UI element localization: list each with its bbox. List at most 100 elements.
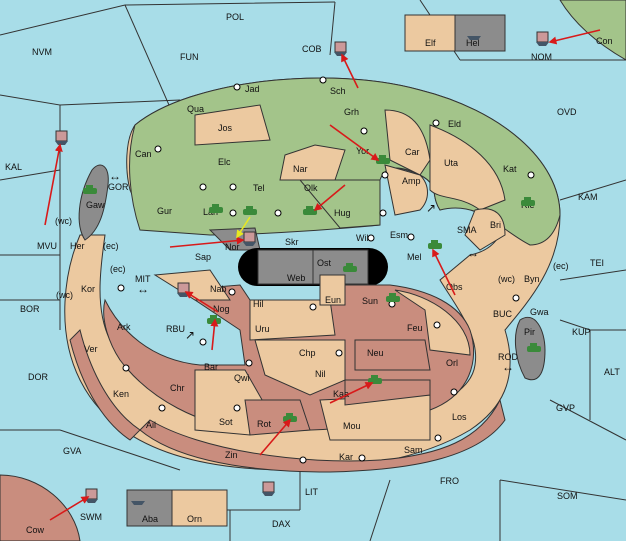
label-rot: Rot xyxy=(257,419,272,429)
army-unit-icon xyxy=(386,293,400,302)
coast-byn-wc: (wc) xyxy=(498,274,515,284)
label-ost: Ost xyxy=(317,258,332,268)
label-elc: Elc xyxy=(218,157,231,167)
label-jos: Jos xyxy=(218,123,233,133)
crossing-gor: ↔ xyxy=(109,169,121,183)
label-kor: Kor xyxy=(81,284,95,294)
province-car-shape[interactable] xyxy=(384,109,431,176)
sea-kam: KAM xyxy=(578,192,598,202)
order-arrows xyxy=(44,29,601,521)
fleet-unit-icon xyxy=(334,41,347,56)
army-unit-icon xyxy=(243,206,257,215)
sea-kal: KAL xyxy=(5,162,22,172)
order-arrow-support xyxy=(236,216,251,239)
label-nor: Nor xyxy=(225,242,240,252)
label-sch: Sch xyxy=(330,86,346,96)
province-elf[interactable] xyxy=(404,14,456,52)
sea-sma: SMA xyxy=(457,225,477,235)
fleet-unit-icon xyxy=(55,130,68,145)
label-nab: Nab xyxy=(210,284,227,294)
sea-gva: GVA xyxy=(63,446,81,456)
province-hel[interactable] xyxy=(454,14,506,52)
province-rot-shape[interactable] xyxy=(244,399,311,436)
fleet-unit-icon xyxy=(85,488,98,503)
province-ail-shape[interactable] xyxy=(69,329,141,441)
army-unit-icon xyxy=(343,263,357,272)
label-mel: Mel xyxy=(407,252,422,262)
coast-kor-ec: (ec) xyxy=(110,264,126,274)
fleet-unit-icon xyxy=(467,36,481,40)
label-her: Her xyxy=(70,241,85,251)
label-ark: Ark xyxy=(117,322,131,332)
sea-mit: MIT xyxy=(135,274,151,284)
label-byn: Byn xyxy=(524,274,540,284)
label-grh: Grh xyxy=(344,107,359,117)
label-jad: Jad xyxy=(245,84,260,94)
province-amp-shape[interactable] xyxy=(384,164,428,216)
province-bri-shape[interactable] xyxy=(464,208,506,251)
sea-gvp: GVP xyxy=(556,403,575,413)
label-obs: Obs xyxy=(446,282,463,292)
province-labels: Con Elf Hel Jad Sch Qua Jos Grh Eld Can … xyxy=(26,36,613,535)
label-sap: Sap xyxy=(195,252,211,262)
sea-mvu: MVU xyxy=(37,241,57,251)
fleet-unit-icon xyxy=(177,282,190,297)
label-ken: Ken xyxy=(113,389,129,399)
label-gwa: Gwa xyxy=(530,307,549,317)
sea-labels: POL NVM FUN COB NOM OVD KAL MVU KAM TEI … xyxy=(5,12,620,529)
province-gaw[interactable] xyxy=(78,164,109,241)
label-car: Car xyxy=(405,147,420,157)
label-zin: Zin xyxy=(225,450,238,460)
crossing-sma: ↗ xyxy=(426,201,436,215)
label-sun: Sun xyxy=(362,296,378,306)
sea-rod: ROD xyxy=(498,352,519,362)
coast-her-ec: (ec) xyxy=(103,241,119,251)
army-unit-icon xyxy=(521,197,535,206)
label-kaa: Kaa xyxy=(333,389,349,399)
label-pir: Pir xyxy=(524,327,535,337)
label-elf: Elf xyxy=(425,38,436,48)
label-orl: Orl xyxy=(446,358,458,368)
label-olk: Olk xyxy=(304,183,318,193)
province-obs-shape[interactable] xyxy=(394,289,471,356)
label-nar: Nar xyxy=(293,164,308,174)
label-aba: Aba xyxy=(142,514,158,524)
label-yor: Yor xyxy=(356,146,369,156)
sea-fun: FUN xyxy=(180,52,199,62)
sea-rbu: RBU xyxy=(166,324,185,334)
sea-kup: KUP xyxy=(572,327,591,337)
province-neu-shape[interactable] xyxy=(354,339,431,371)
province-hug-shape[interactable] xyxy=(298,179,381,229)
label-amp: Amp xyxy=(402,176,421,186)
province-aba[interactable] xyxy=(126,489,173,527)
sea-buc: BUC xyxy=(493,309,513,319)
label-uta: Uta xyxy=(444,158,458,168)
supply-centers xyxy=(117,76,535,464)
label-nog: Nog xyxy=(213,304,230,314)
label-chr: Chr xyxy=(170,383,185,393)
label-los: Los xyxy=(452,412,467,422)
province-nar-shape[interactable] xyxy=(279,144,346,181)
province-eun-shape[interactable] xyxy=(319,274,346,306)
label-ail: Ail xyxy=(146,420,156,430)
label-con: Con xyxy=(596,36,613,46)
label-uru: Uru xyxy=(255,324,270,334)
fleet-unit-icon xyxy=(262,481,275,496)
label-eld: Eld xyxy=(448,119,461,129)
label-can: Can xyxy=(135,149,152,159)
label-neu: Neu xyxy=(367,348,384,358)
label-chp: Chp xyxy=(299,348,316,358)
sea-dor: DOR xyxy=(28,372,49,382)
province-orn[interactable] xyxy=(171,489,228,527)
coast-kor-wc: (wc) xyxy=(56,290,73,300)
label-qua: Qua xyxy=(187,104,204,114)
label-qwi: Qwi xyxy=(234,373,250,383)
sea-dax: DAX xyxy=(272,519,291,529)
province-uta-shape[interactable] xyxy=(429,124,506,211)
army-unit-icon xyxy=(303,206,317,215)
fleet-unit-icon xyxy=(243,231,256,246)
province-chp-shape[interactable] xyxy=(254,339,346,396)
label-orn: Orn xyxy=(187,514,202,524)
province-jos-shape[interactable] xyxy=(194,104,271,146)
